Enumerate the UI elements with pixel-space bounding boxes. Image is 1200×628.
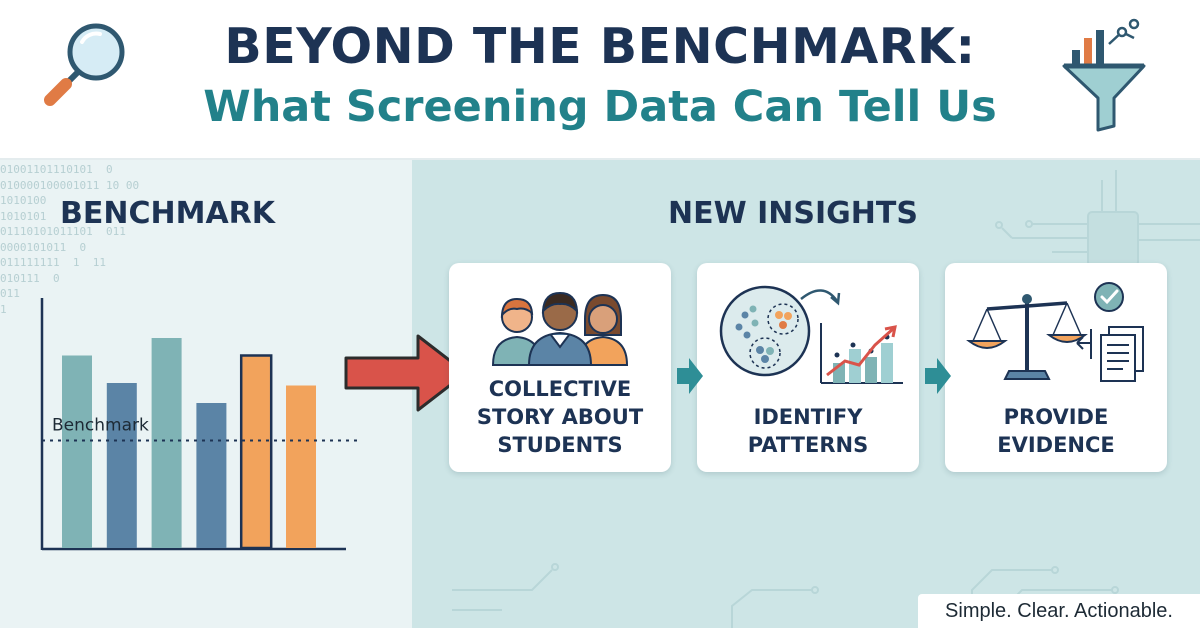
card-provide-evidence: PROVIDE EVIDENCE: [945, 263, 1167, 472]
bar-3: [151, 338, 182, 548]
card-identify-patterns: IDENTIFY PATTERNS: [697, 263, 919, 472]
benchmark-label: Benchmark: [52, 416, 149, 436]
binary-background-text: 01001101110101 0 010000100001011 10 00 1…: [0, 163, 140, 316]
card-label: IDENTIFY PATTERNS: [747, 405, 869, 457]
benchmark-bar-chart: Benchmark: [40, 298, 362, 551]
step-arrow-icon: [925, 358, 951, 394]
scales-evidence-icon: [966, 282, 1144, 382]
big-right-arrow-icon: [344, 334, 468, 412]
bar-2: [106, 383, 137, 548]
students-group-icon: [491, 291, 629, 366]
patterns-analysis-icon: [719, 285, 903, 384]
tagline: Simple. Clear. Actionable.: [918, 594, 1200, 628]
card-collective-story: COLLECTIVE STORY ABOUT STUDENTS: [449, 263, 671, 472]
bars-group: [62, 338, 316, 550]
page-title: BEYOND THE BENCHMARK:: [224, 18, 976, 75]
page-subtitle: What Screening Data Can Tell Us: [203, 82, 997, 132]
card-label: PROVIDE EVIDENCE: [997, 405, 1115, 457]
bar-6: [286, 385, 316, 548]
bar-4: [196, 403, 227, 548]
step-arrow-icon: [677, 358, 703, 394]
bar-5: [239, 354, 273, 550]
insights-title: NEW INSIGHTS: [668, 196, 918, 231]
data-funnel-icon: [1062, 18, 1146, 132]
magnifier-icon: [44, 23, 125, 106]
header: BEYOND THE BENCHMARK: What Screening Dat…: [0, 0, 1200, 160]
bar-1: [62, 355, 92, 548]
benchmark-title: BENCHMARK: [60, 196, 276, 231]
card-label: COLLECTIVE STORY ABOUT STUDENTS: [476, 377, 644, 457]
